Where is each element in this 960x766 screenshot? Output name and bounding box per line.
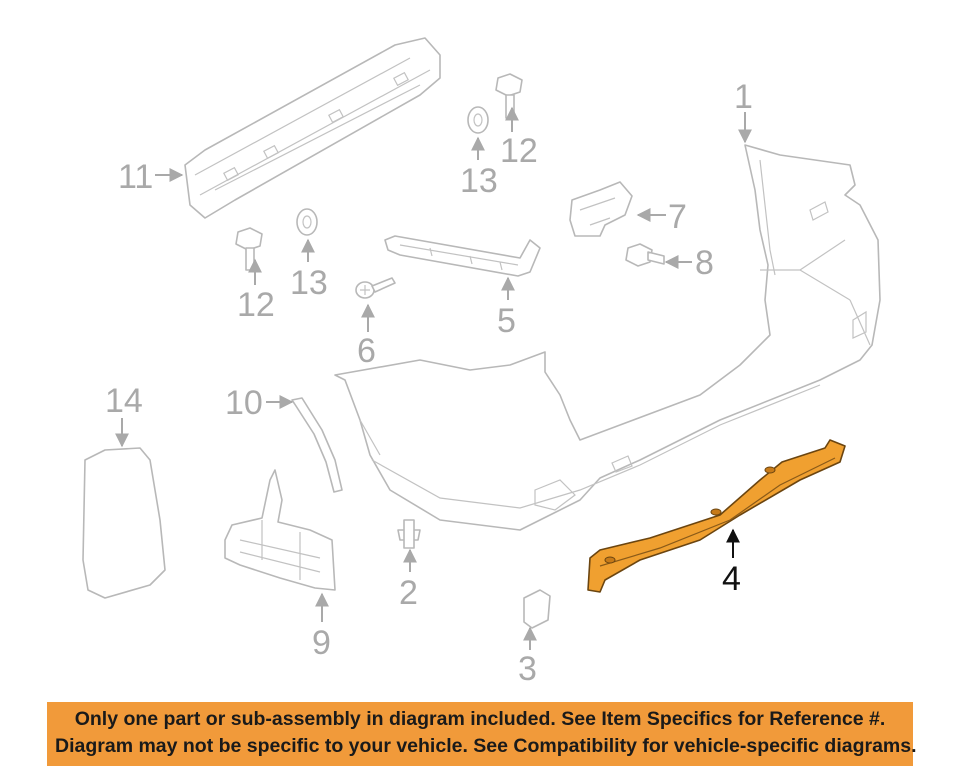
part-14-reflector	[82, 447, 166, 599]
part-1-bumper-cover	[334, 144, 881, 531]
disclaimer-banner: Only one part or sub-assembly in diagram…	[47, 702, 917, 766]
callout-3: 3	[518, 650, 537, 688]
part-4-energy-absorber	[587, 439, 846, 593]
callout-4: 4	[722, 560, 741, 598]
callout-11: 11	[118, 158, 153, 196]
part-7-bracket	[569, 181, 633, 237]
callout-5: 5	[497, 302, 516, 340]
part-12-bolt-lower	[235, 227, 263, 271]
callout-10: 10	[225, 384, 263, 422]
part-11-reinforcement-beam	[184, 37, 441, 219]
part-5-side-bracket	[384, 235, 541, 277]
callout-9: 9	[312, 624, 331, 662]
callout-7: 7	[668, 198, 687, 236]
part-12-bolt-upper	[495, 73, 523, 119]
callout-2: 2	[399, 574, 418, 612]
disclaimer-line-2: Diagram may not be specific to your vehi…	[55, 735, 917, 757]
callout-14: 14	[105, 382, 143, 420]
callout-8: 8	[695, 244, 714, 282]
callout-1: 1	[734, 78, 753, 116]
part-13-nut-lower	[296, 208, 318, 236]
parts-diagram: 1 2 3 4 5 6 7 8 9 10 11 12 12 13 13 14	[82, 37, 881, 688]
part-8-bolt	[625, 243, 665, 267]
part-10-strip	[291, 397, 343, 493]
part-6-screw	[355, 277, 396, 299]
callout-13-upper: 13	[460, 162, 498, 200]
part-13-nut-upper	[467, 106, 489, 134]
callout-13-lower: 13	[290, 264, 328, 302]
part-2-clip	[397, 519, 421, 549]
callout-6: 6	[357, 332, 376, 370]
callout-12-lower: 12	[237, 286, 275, 324]
disclaimer-line-1: Only one part or sub-assembly in diagram…	[74, 708, 886, 730]
leader-lines	[115, 106, 752, 650]
part-3-clip	[523, 589, 551, 629]
part-9-side-support	[224, 469, 336, 591]
callout-12-upper: 12	[500, 132, 538, 170]
